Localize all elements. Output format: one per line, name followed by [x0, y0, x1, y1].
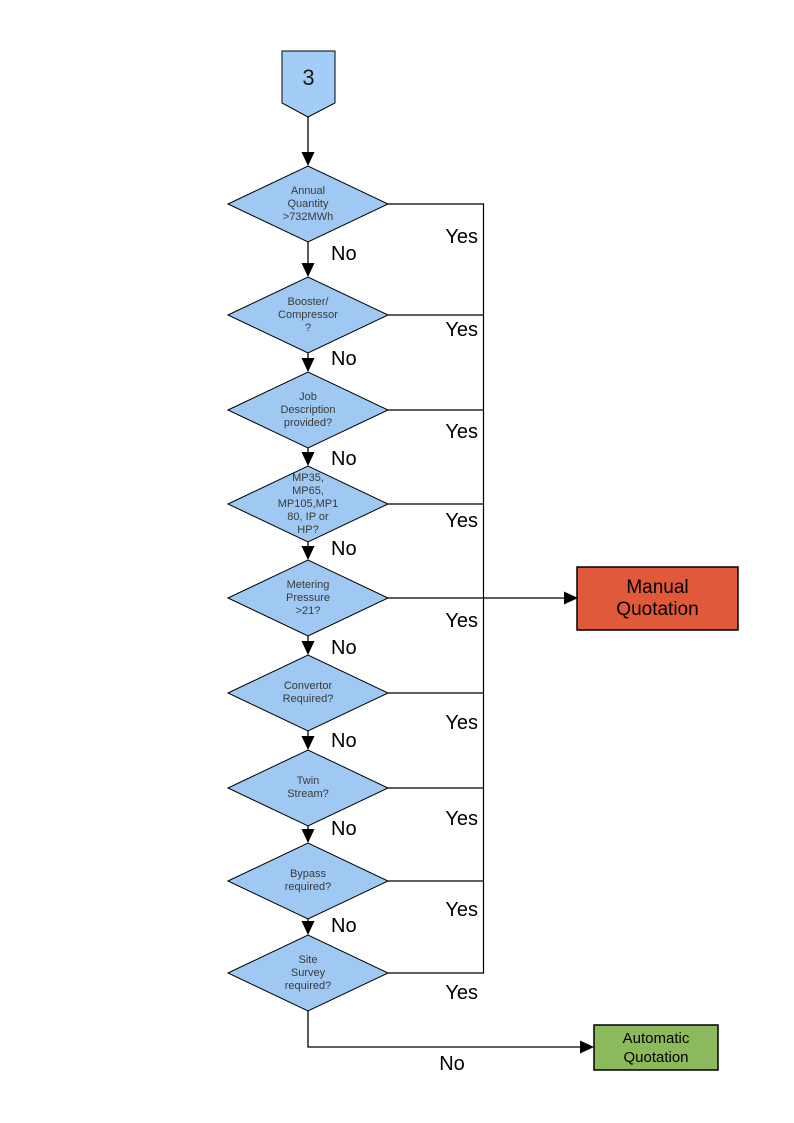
- arrowhead: [301, 641, 315, 655]
- yes-branch-label: Yes: [445, 899, 478, 921]
- automatic-quotation-box: [593, 1024, 719, 1071]
- yes-branch-label: Yes: [445, 421, 478, 443]
- no-branch-label: No: [331, 538, 357, 560]
- arrowhead: [301, 152, 315, 166]
- decision-annual-quantity-label: Annual Quantity >732MWh: [282, 184, 334, 223]
- off-page-connector-shape: [281, 50, 336, 118]
- yes-branch-label: Yes: [445, 982, 478, 1004]
- automatic-quotation-label: Automatic Quotation: [622, 1029, 690, 1066]
- yes-branch-label: Yes: [445, 226, 478, 248]
- no-branch-label: No: [331, 243, 357, 265]
- arrowhead: [301, 736, 315, 750]
- decision-site-survey-label: Site Survey required?: [284, 953, 332, 992]
- arrowhead: [301, 921, 315, 935]
- decision-job-description-label: Job Description provided?: [280, 390, 336, 429]
- decision-convertor-required-label: Convertor Required?: [282, 680, 334, 705]
- no-branch-label: No: [331, 637, 357, 659]
- decision-booster-compressor-label: Booster/ Compressor ?: [278, 295, 338, 334]
- yes-branch-label: Yes: [445, 510, 478, 532]
- arrowhead: [564, 591, 578, 605]
- off-page-connector-label: 3: [302, 65, 315, 90]
- manual-quotation-box: [576, 566, 739, 631]
- yes-branch-label: Yes: [445, 808, 478, 830]
- decision-bypass-required-label: Bypass required?: [284, 868, 332, 893]
- no-branch-label: No: [331, 448, 357, 470]
- yes-branch-label: Yes: [445, 712, 478, 734]
- decision-metering-pressure-label: Metering Pressure >21?: [285, 578, 331, 617]
- yes-branch-label: Yes: [445, 319, 478, 341]
- arrowhead: [301, 358, 315, 372]
- no-final-line: [307, 1011, 580, 1048]
- decision-twin-stream-label: Twin Stream?: [287, 775, 329, 800]
- no-branch-label: No: [331, 730, 357, 752]
- manual-quotation-label: Manual Quotation: [616, 576, 699, 620]
- arrowhead: [580, 1040, 594, 1054]
- no-branch-label-final: No: [439, 1053, 465, 1075]
- arrowhead: [301, 546, 315, 560]
- arrowhead: [301, 829, 315, 843]
- arrowhead: [301, 452, 315, 466]
- no-branch-label: No: [331, 818, 357, 840]
- no-branch-label: No: [331, 915, 357, 937]
- yes-branch-label: Yes: [445, 610, 478, 632]
- decision-pressure-tier-label: MP35, MP65, MP105,MP1 80, IP or HP?: [277, 471, 339, 536]
- no-branch-label: No: [331, 348, 357, 370]
- arrowhead: [301, 263, 315, 277]
